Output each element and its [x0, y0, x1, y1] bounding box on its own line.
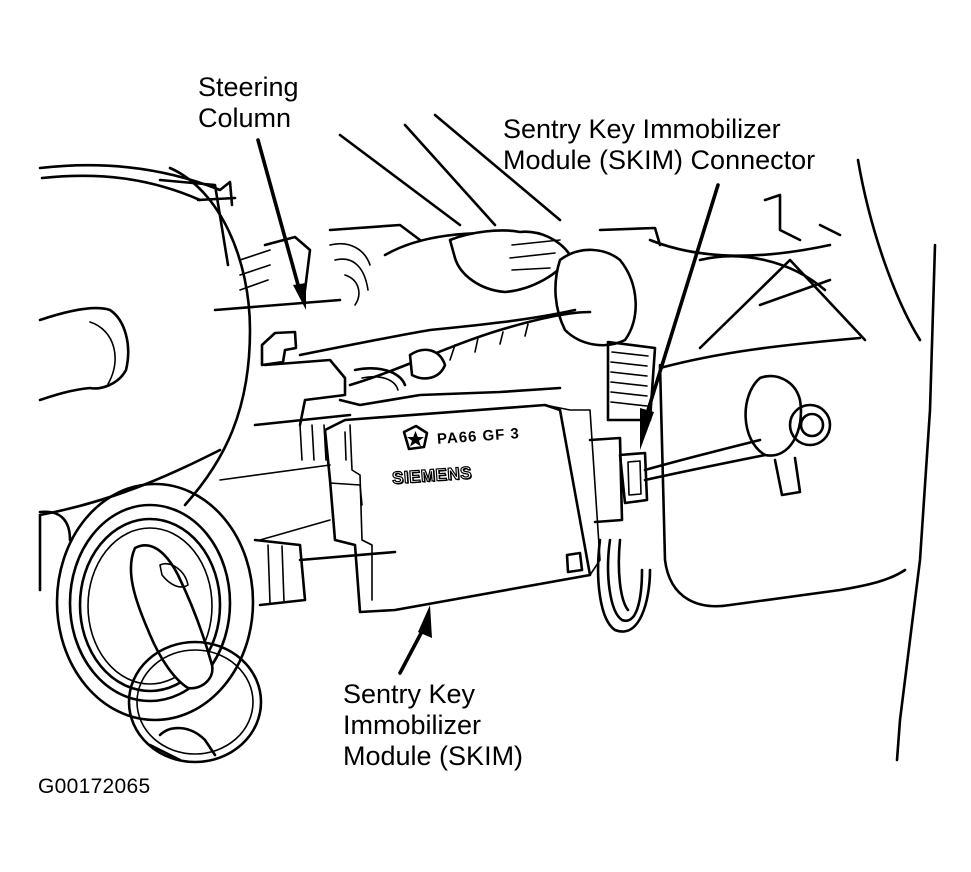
callout-arrows: [256, 138, 720, 675]
skim-connector-label-line: Sentry Key Immobilizer: [503, 114, 781, 144]
skim-module: [219, 403, 601, 614]
skim-connector-arrowhead: [640, 408, 654, 450]
steering-column-label-line: Column: [198, 103, 292, 133]
steering-column-label-line: Steering: [198, 72, 299, 102]
wiring-harness: [239, 223, 832, 391]
skim-module-label-line: Immobilizer: [343, 710, 482, 740]
skim-module-arrowhead: [418, 605, 432, 638]
skim-connector-leader-line: [643, 183, 720, 422]
pentastar-logo: [402, 424, 429, 451]
steering-wheel-hub: [38, 166, 252, 507]
skim-module-label-line: Module (SKIM): [343, 741, 524, 771]
skim-connector-label-line: Module (SKIM) Connector: [503, 145, 816, 175]
ignition-key-cylinder: [38, 482, 307, 764]
figure-id: G00172065: [38, 775, 151, 798]
skim-module-label: Sentry Key Immobilizer Module (SKIM): [343, 679, 523, 772]
steering-column-arrowhead: [293, 283, 306, 310]
steering-column-housing: [38, 113, 562, 592]
steering-column-leader-line: [256, 138, 302, 294]
skim-connector-label: Sentry Key Immobilizer Module (SKIM) Con…: [503, 114, 815, 176]
steering-column-label: Steering Column: [198, 72, 299, 134]
mounting-bracket: [658, 158, 937, 762]
skim-module-label-line: Sentry Key: [343, 679, 476, 709]
skim-connector: [588, 340, 767, 633]
